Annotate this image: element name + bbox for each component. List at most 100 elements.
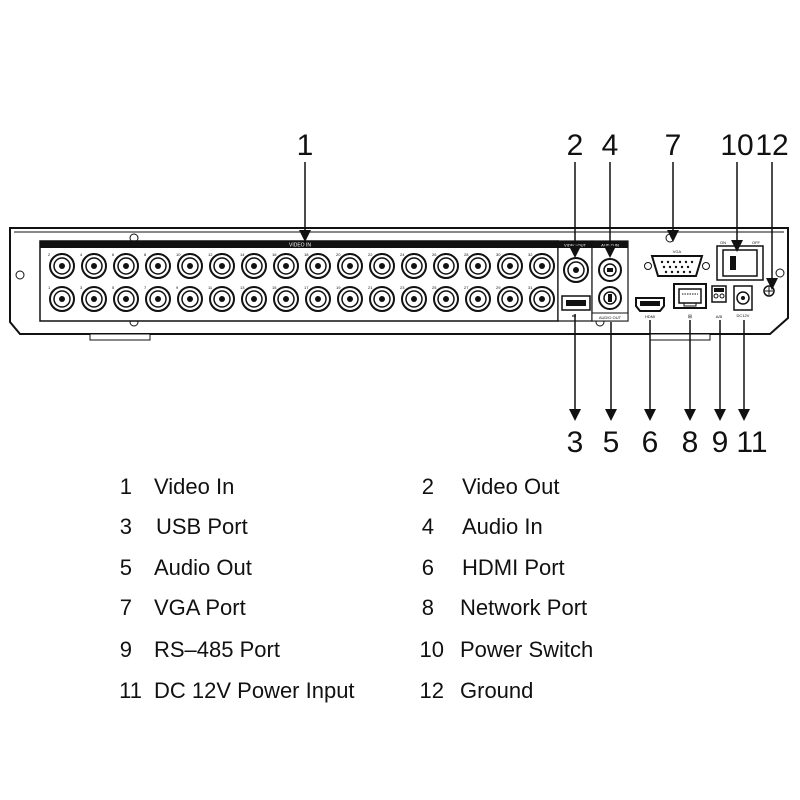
video-in-channel-number: 17 xyxy=(304,285,309,290)
on-label: ON xyxy=(720,240,726,245)
bottom-callouts: 3 5 6 8 9 11 xyxy=(567,314,768,459)
video-in-bnc[interactable] xyxy=(401,286,427,312)
legend-label: USB Port xyxy=(156,514,248,539)
video-in-bnc[interactable] xyxy=(209,253,235,279)
video-in-bnc[interactable] xyxy=(81,253,107,279)
video-in-bnc[interactable] xyxy=(305,253,331,279)
video-in-bnc[interactable] xyxy=(497,286,523,312)
video-in-channel-number: 18 xyxy=(304,252,309,257)
screw-icon xyxy=(775,268,785,278)
video-in-channel-number: 14 xyxy=(240,252,245,257)
legend-label: Video Out xyxy=(462,474,560,499)
legend-number: 9 xyxy=(119,637,132,662)
ground-screw-icon[interactable] xyxy=(763,285,775,297)
legend-label: Audio Out xyxy=(154,555,252,580)
callout-8: 8 xyxy=(682,426,699,459)
video-in-bnc[interactable] xyxy=(273,286,299,312)
legend-label: RS–485 Port xyxy=(154,637,280,662)
vga-label: VGA xyxy=(673,249,682,254)
hdmi-port[interactable] xyxy=(635,297,665,312)
video-in-bnc[interactable] xyxy=(145,286,171,312)
usb-port[interactable] xyxy=(561,295,591,311)
video-in-channel-number: 7 xyxy=(144,285,147,290)
callout-6: 6 xyxy=(642,426,659,459)
dc-power-input[interactable] xyxy=(733,285,753,311)
video-in-bnc[interactable] xyxy=(497,253,523,279)
callout-1: 1 xyxy=(297,129,314,162)
video-in-channel-number: 27 xyxy=(464,285,469,290)
video-in-channel-number: 6 xyxy=(112,252,115,257)
legend-number: 12 xyxy=(419,678,444,703)
video-in-channel-number: 12 xyxy=(208,252,213,257)
power-switch[interactable] xyxy=(716,245,764,281)
video-in-bnc[interactable] xyxy=(529,286,555,312)
video-in-channel-number: 28 xyxy=(464,252,469,257)
legend-label: Network Port xyxy=(460,595,588,620)
video-in-bnc[interactable] xyxy=(305,286,331,312)
callout-11: 11 xyxy=(736,426,767,459)
video-in-bnc[interactable] xyxy=(209,286,235,312)
video-in-channel-number: 16 xyxy=(272,252,277,257)
hdmi-label: HDMI xyxy=(645,314,655,319)
network-port[interactable] xyxy=(673,283,707,309)
video-in-bnc[interactable] xyxy=(369,253,395,279)
usb-icon: ⇆ xyxy=(572,314,576,320)
video-in-bnc[interactable] xyxy=(145,253,171,279)
video-in-bnc[interactable] xyxy=(369,286,395,312)
video-in-bnc[interactable] xyxy=(401,253,427,279)
video-in-bnc[interactable] xyxy=(81,286,107,312)
video-in-bnc[interactable] xyxy=(113,253,139,279)
video-in-channel-number: 29 xyxy=(496,285,501,290)
top-callouts: 1 2 4 7 10 12 xyxy=(297,129,789,290)
video-in-bnc[interactable] xyxy=(433,286,459,312)
legend-item: 3 USB Port xyxy=(110,514,248,544)
audio-in-rca[interactable] xyxy=(598,258,622,282)
off-label: OFF xyxy=(752,240,761,245)
legend-item: 8 Network Port xyxy=(412,595,587,625)
audio-out-rca[interactable] xyxy=(598,286,622,310)
legend-number: 3 xyxy=(119,514,132,539)
video-in-bnc[interactable] xyxy=(177,286,203,312)
vga-port[interactable] xyxy=(644,255,710,277)
callout-3: 3 xyxy=(567,426,584,459)
video-in-channel-number: 2 xyxy=(48,252,51,257)
video-in-bnc[interactable] xyxy=(465,253,491,279)
video-in-bnc[interactable] xyxy=(177,253,203,279)
video-in-bnc[interactable] xyxy=(465,286,491,312)
video-in-bnc[interactable] xyxy=(241,253,267,279)
video-in-channel-number: 30 xyxy=(496,252,501,257)
callout-9: 9 xyxy=(712,426,729,459)
callout-7: 7 xyxy=(665,129,682,162)
video-in-bnc[interactable] xyxy=(433,253,459,279)
video-in-channel-number: 24 xyxy=(400,252,405,257)
legend-label: HDMI Port xyxy=(462,555,565,580)
legend-number: 6 xyxy=(421,555,434,580)
video-in-bnc[interactable] xyxy=(529,253,555,279)
video-in-bnc[interactable] xyxy=(337,286,363,312)
legend-number: 7 xyxy=(119,595,132,620)
video-in-bnc[interactable] xyxy=(241,286,267,312)
video-in-channel-number: 25 xyxy=(432,285,437,290)
video-in-bnc[interactable] xyxy=(49,253,75,279)
video-in-bnc[interactable] xyxy=(49,286,75,312)
legend-number: 10 xyxy=(419,637,444,662)
video-in-channel-number: 9 xyxy=(176,285,179,290)
audio-block: AUDIO IN AUDIO OUT xyxy=(591,240,629,322)
rs485-port[interactable] xyxy=(711,285,727,303)
legend-label: Power Switch xyxy=(460,637,594,662)
rs485-label: A/B xyxy=(716,314,723,319)
video-out-bnc[interactable] xyxy=(563,257,589,283)
video-in-bnc[interactable] xyxy=(337,253,363,279)
legend-number: 8 xyxy=(421,595,434,620)
video-in-bnc[interactable] xyxy=(273,253,299,279)
video-in-bnc[interactable] xyxy=(113,286,139,312)
audio-out-label: AUDIO OUT xyxy=(599,315,622,320)
screw-icon xyxy=(15,270,25,280)
video-in-channel-number: 20 xyxy=(336,252,341,257)
